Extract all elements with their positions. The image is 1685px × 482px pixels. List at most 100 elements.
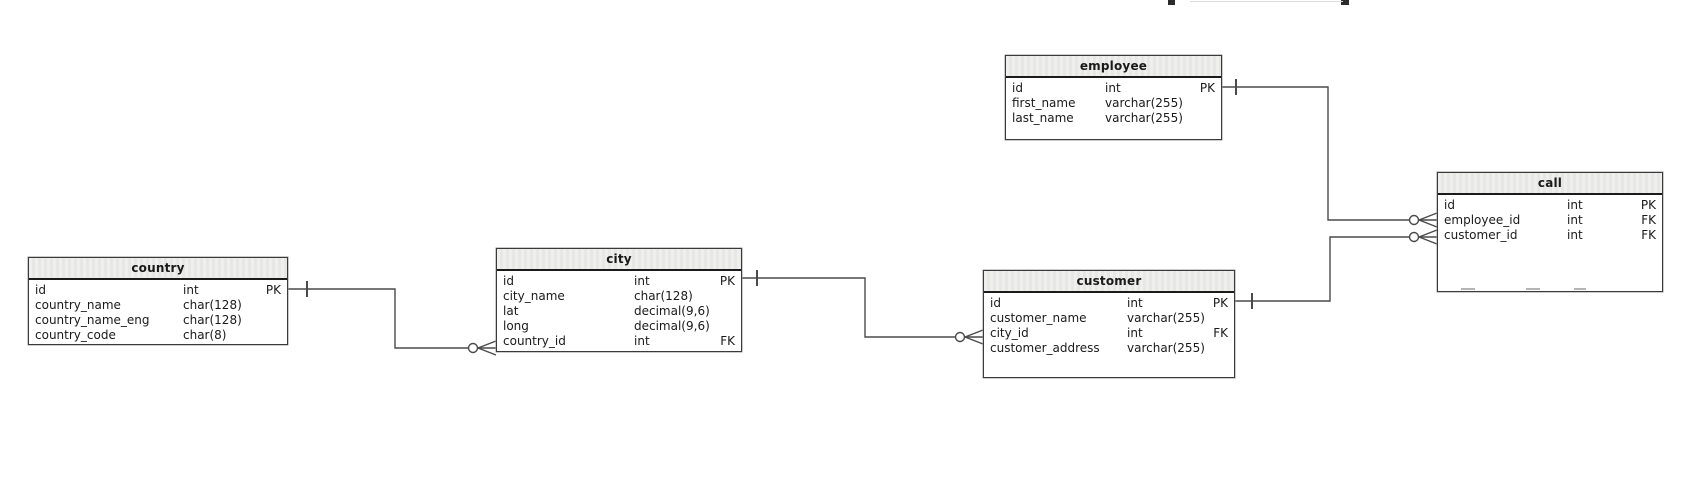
column-row: employee_id int FK: [1444, 213, 1656, 228]
column-name: city_id: [990, 326, 1029, 340]
table-columns: id int PK first_name varchar(255) last_name va…: [1006, 78, 1221, 126]
column-key: FK: [720, 334, 735, 348]
column-name: id: [990, 296, 1001, 310]
column-key: [709, 289, 735, 304]
column-row: country_id int FK: [503, 334, 735, 349]
column-key: [255, 328, 281, 343]
column-name: long: [503, 319, 529, 333]
column-key: [1189, 96, 1215, 111]
column-name: id: [1444, 198, 1455, 212]
column-key: [1189, 111, 1215, 126]
column-type: int: [634, 334, 650, 348]
column-name: id: [503, 274, 514, 288]
column-row: last_name varchar(255): [1012, 111, 1215, 126]
column-row: id int PK: [35, 283, 281, 298]
relationship-country-city[interactable]: [288, 281, 497, 356]
column-type: char(128): [634, 289, 693, 303]
column-name: country_name: [35, 298, 121, 312]
column-key: FK: [1641, 213, 1656, 227]
column-type: int: [1105, 81, 1121, 95]
column-name: city_name: [503, 289, 565, 303]
column-name: customer_name: [990, 311, 1087, 325]
column-row: customer_address varchar(255): [990, 341, 1228, 356]
faded-text-artifact: [1526, 288, 1540, 290]
column-row: city_name char(128): [503, 289, 735, 304]
faded-text-artifact: [1574, 288, 1586, 290]
column-type: int: [1127, 326, 1143, 340]
column-name: id: [1012, 81, 1023, 95]
cropped-text-artifact: [1168, 0, 1175, 5]
table-title: call: [1438, 173, 1662, 195]
entity-table-city[interactable]: city id int PK city_name char(128) lat decimal…: [496, 248, 742, 352]
column-type: int: [1567, 228, 1583, 242]
column-type: decimal(9,6): [634, 304, 710, 318]
column-row: id int PK: [503, 274, 735, 289]
column-type: int: [1127, 296, 1143, 310]
column-name: customer_id: [1444, 228, 1518, 242]
table-columns: id int PK city_name char(128) lat decimal(9,6)…: [497, 271, 741, 349]
column-name: first_name: [1012, 96, 1076, 110]
column-type: int: [634, 274, 650, 288]
column-type: int: [1567, 198, 1583, 212]
column-key: [710, 319, 736, 334]
column-type: varchar(255): [1105, 96, 1183, 110]
column-key: FK: [1641, 228, 1656, 242]
table-title: employee: [1006, 56, 1221, 78]
column-key: PK: [1199, 81, 1215, 95]
column-row: city_id int FK: [990, 326, 1228, 341]
column-name: last_name: [1012, 111, 1074, 125]
column-name: employee_id: [1444, 213, 1521, 227]
column-key: [255, 298, 281, 313]
cropped-text-artifact: [1341, 0, 1349, 5]
table-title: customer: [984, 271, 1234, 293]
column-key: PK: [1212, 296, 1228, 310]
column-key: [1205, 311, 1231, 326]
column-type: int: [1567, 213, 1583, 227]
column-name: customer_address: [990, 341, 1100, 355]
column-key: PK: [1640, 198, 1656, 212]
column-name: lat: [503, 304, 519, 318]
column-name: country_code: [35, 328, 116, 342]
relationship-city-customer[interactable]: [742, 270, 984, 345]
table-title: country: [29, 258, 287, 280]
column-type: varchar(255): [1105, 111, 1183, 125]
table-title: city: [497, 249, 741, 271]
relationship-employee-call[interactable]: [1222, 79, 1438, 228]
column-row: lat decimal(9,6): [503, 304, 735, 319]
column-row: id int PK: [1444, 198, 1656, 213]
column-key: FK: [1213, 326, 1228, 340]
column-row: first_name varchar(255): [1012, 96, 1215, 111]
faded-text-artifact: [1461, 288, 1475, 290]
column-key: [255, 313, 281, 328]
column-row: id int PK: [1012, 81, 1215, 96]
column-type: decimal(9,6): [634, 319, 710, 333]
column-row: customer_id int FK: [1444, 228, 1656, 243]
column-type: char(128): [183, 313, 242, 327]
column-type: int: [183, 283, 199, 297]
column-name: id: [35, 283, 46, 297]
relationship-customer-call[interactable]: [1235, 229, 1438, 309]
column-key: [710, 304, 736, 319]
column-key: [1205, 341, 1231, 356]
column-row: country_code char(8): [35, 328, 281, 343]
column-row: customer_name varchar(255): [990, 311, 1228, 326]
column-name: country_id: [503, 334, 566, 348]
entity-table-customer[interactable]: customer id int PK customer_name varchar(255…: [983, 270, 1235, 378]
column-key: PK: [719, 274, 735, 288]
column-key: PK: [265, 283, 281, 297]
column-name: country_name_eng: [35, 313, 150, 327]
column-type: varchar(255): [1127, 311, 1205, 325]
column-type: varchar(255): [1127, 341, 1205, 355]
table-columns: id int PK customer_name varchar(255) city_id i…: [984, 293, 1234, 356]
column-type: char(8): [183, 328, 227, 342]
cropped-text-artifact: [1190, 1, 1343, 2]
column-row: long decimal(9,6): [503, 319, 735, 334]
